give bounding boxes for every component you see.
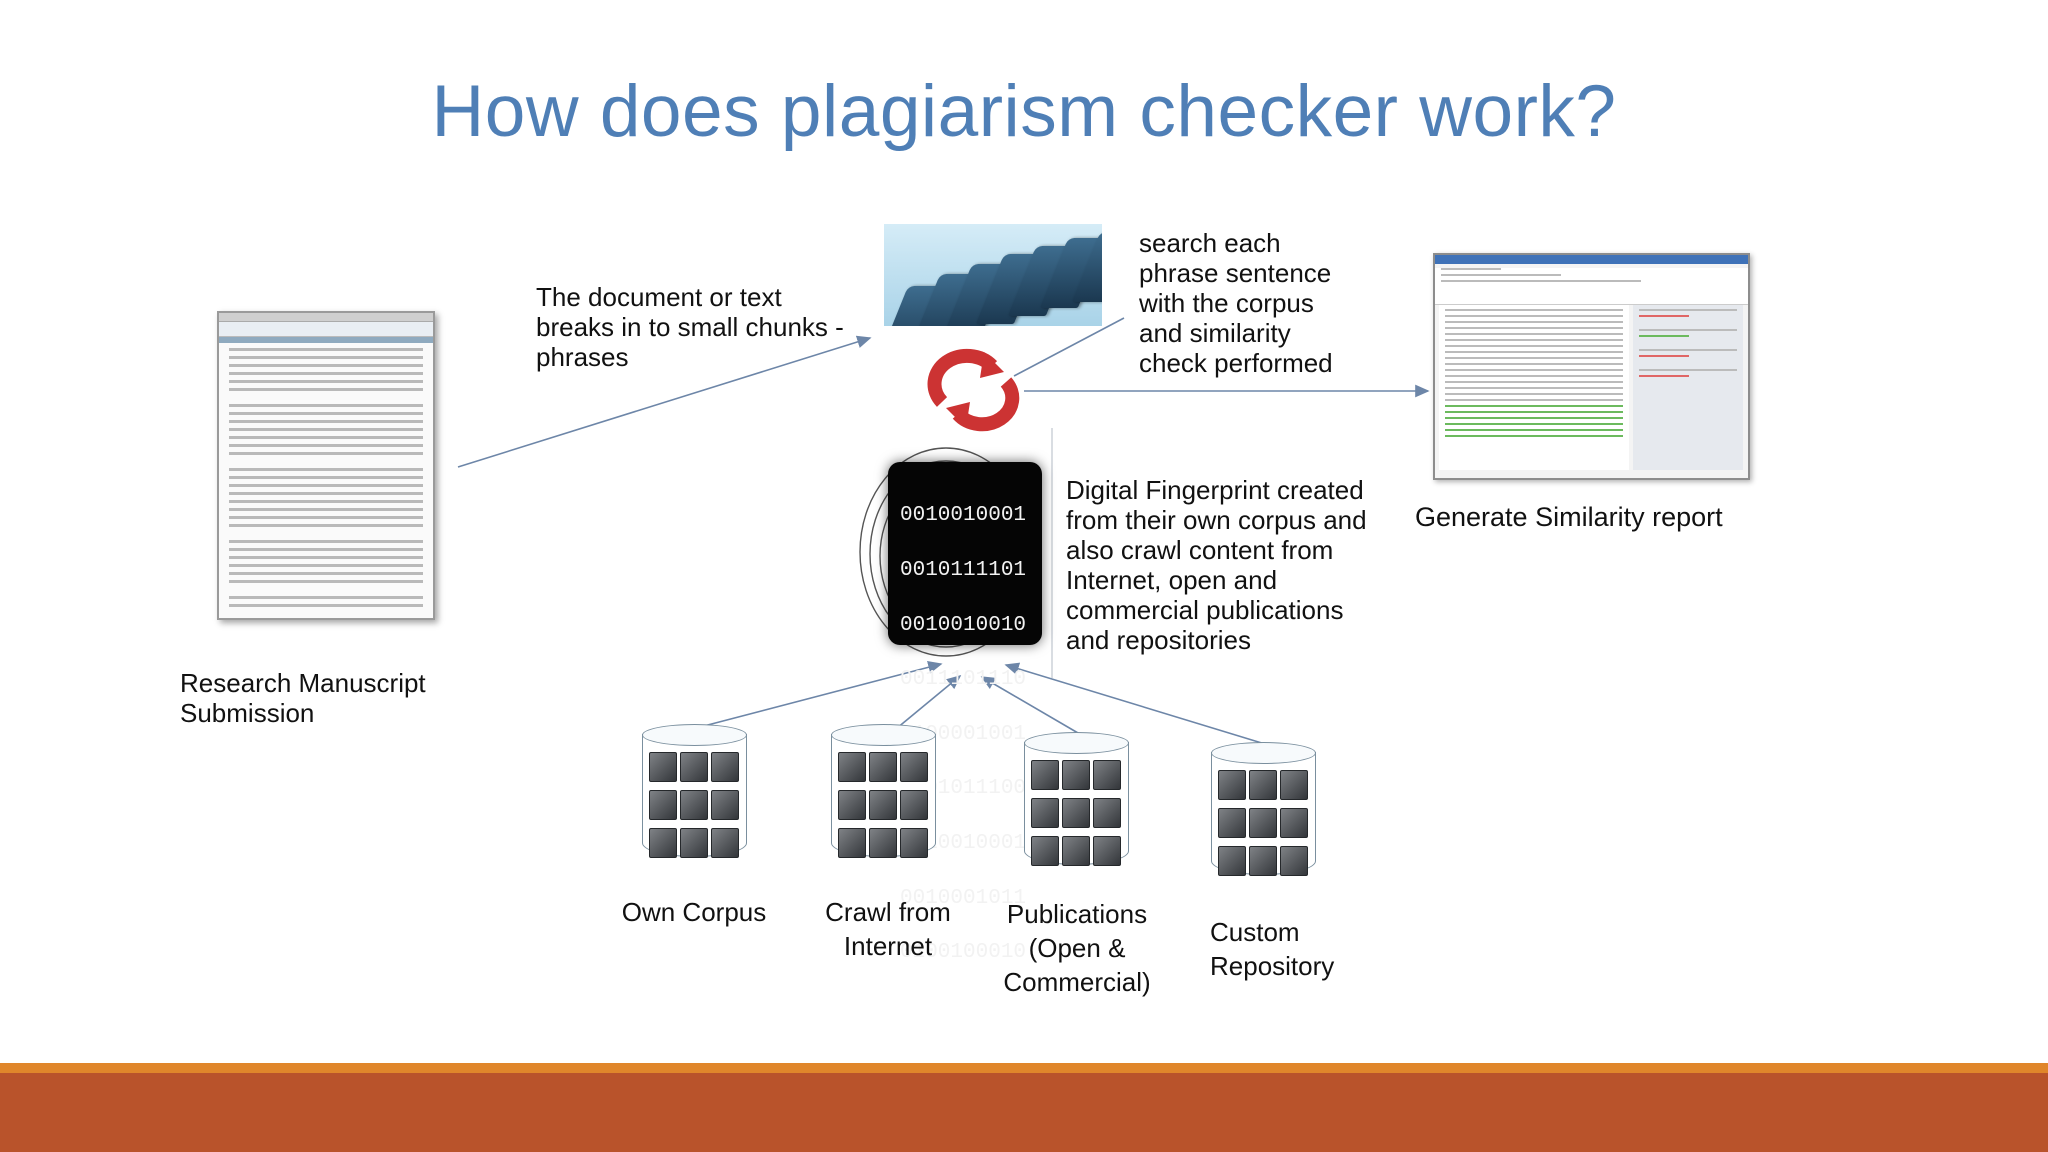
chunks-note: The document or text breaks in to small … [536, 282, 844, 372]
database-repository-icon [1211, 742, 1316, 884]
source-label-own-corpus: Own Corpus [621, 897, 767, 927]
report-label: Generate Similarity report [1415, 502, 1723, 532]
search-note: search each phrase sentence with the cor… [1139, 228, 1333, 378]
similarity-report-image [1433, 253, 1750, 480]
source-label-publications: Publications (Open & Commercial) [1003, 899, 1151, 997]
submission-label: Research Manuscript Submission [180, 668, 426, 728]
line-search-note [1013, 317, 1125, 377]
source-label-internet: Crawl from Internet [825, 897, 951, 961]
binary-code-panel [888, 462, 1042, 645]
source-label-repository: Custom Repository [1210, 917, 1335, 981]
database-publications-icon [1024, 732, 1129, 874]
file-index-image [884, 224, 1102, 326]
binary-code-text: 0010010001 0010111101 0010010010 0011101… [900, 504, 1027, 965]
refresh-cycle-icon [927, 348, 1020, 432]
database-internet-icon [831, 724, 936, 866]
database-own-corpus-icon [642, 724, 747, 866]
manuscript-document-image [217, 311, 435, 620]
fingerprint-note: Digital Fingerprint created from their o… [1066, 475, 1367, 655]
footer-stripe [0, 1063, 2048, 1073]
footer-band [0, 1073, 2048, 1152]
slide-title: How does plagiarism checker work? [431, 71, 1617, 152]
